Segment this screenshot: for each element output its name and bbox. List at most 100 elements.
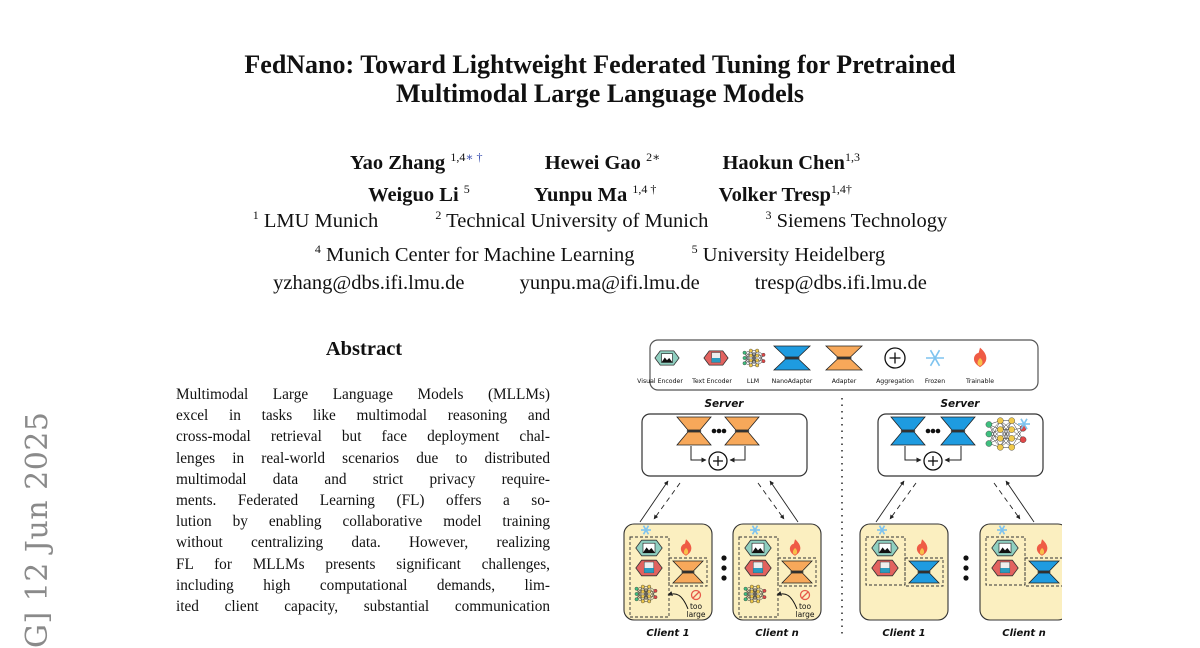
client-box: Client 1 — [859, 523, 949, 639]
client-llm-icon — [634, 584, 658, 604]
client-llm-icon — [743, 584, 767, 604]
legend-label: LLM — [747, 378, 759, 385]
too-large-label: large — [686, 610, 705, 619]
abstract-heading: Abstract — [325, 338, 403, 360]
abstract-line: ments. Federated Learning (FL) offers a … — [176, 492, 550, 510]
ellipsis-dot — [721, 555, 727, 561]
too-large-arrow — [776, 591, 798, 610]
too-large-label: too — [799, 602, 812, 611]
client-nanoadapter-icon — [1028, 560, 1060, 584]
merge-arrow — [729, 446, 746, 463]
server-llm-icon — [985, 417, 1027, 451]
trainable-group-box — [1024, 557, 1062, 587]
visual-encoder-icon — [871, 539, 899, 557]
abstract-line: cross-modal retrieval but face deploymen… — [176, 428, 550, 446]
trainable-group-box — [668, 557, 708, 587]
upload-arrow — [875, 480, 905, 523]
paper-title: FedNano: Toward Lightweight Federated Tu… — [0, 50, 1200, 108]
download-arrow — [993, 482, 1021, 520]
client-nanoadapter-icon — [908, 560, 940, 584]
download-arrow — [889, 482, 917, 520]
trainable-group-box — [904, 557, 944, 587]
author: Yunpu Ma 1,4 † — [534, 182, 657, 206]
title-line-1: FedNano: Toward Lightweight Federated Tu… — [244, 50, 956, 79]
abstract-line: without centralizing data. However, real… — [176, 534, 550, 552]
affiliation: 4 Munich Center for Machine Learning — [314, 242, 635, 266]
frozen-snowflake-icon — [1018, 418, 1030, 430]
frozen-group-box — [629, 536, 670, 618]
text-encoder-icon — [991, 559, 1019, 577]
frozen-group-box — [738, 536, 779, 618]
client-label: Client 1 — [646, 628, 689, 639]
trainable-flame-icon — [680, 539, 692, 556]
visual-encoder-icon — [635, 539, 663, 557]
upload-arrow — [769, 480, 799, 523]
ellipsis-dot — [711, 428, 717, 434]
aggregation-icon — [923, 451, 943, 471]
client-label: Client n — [1002, 628, 1045, 639]
server-label: Server — [704, 398, 744, 410]
text-encoder-icon — [744, 559, 772, 577]
email[interactable]: yunpu.ma@ifi.lmu.de — [519, 272, 700, 294]
server-nanoadapter-icon — [940, 416, 976, 446]
email[interactable]: yzhang@dbs.ifi.lmu.de — [273, 272, 465, 294]
upload-arrow — [639, 480, 669, 523]
trainable-flame-icon — [1036, 539, 1048, 556]
ellipsis-dot — [925, 428, 931, 434]
prohibited-icon — [799, 589, 811, 601]
download-arrow — [653, 482, 681, 520]
legend-label: NanoAdapter — [772, 378, 813, 385]
merge-arrow — [944, 446, 962, 463]
abstract-line: multimodal data and strict privacy requi… — [176, 470, 550, 488]
arxiv-date-stamp: G] 12 Jun 2025 — [20, 411, 55, 648]
text-encoder-icon — [871, 559, 899, 577]
llm-icon — [742, 348, 766, 368]
title-line-2: Multimodal Large Language Models — [395, 79, 805, 108]
adapter-icon — [825, 345, 863, 371]
visual-encoder-icon — [654, 350, 680, 366]
too-large-label: large — [795, 610, 814, 619]
server-adapter-icon — [724, 416, 760, 446]
abstract-line: lution by enabling collaborative model t… — [176, 513, 550, 531]
trainable-group-box — [777, 557, 817, 587]
affiliations: 1 LMU Munich 2 Technical University of M… — [0, 201, 1200, 297]
legend-label: Text Encoder — [691, 378, 732, 385]
aggregation-icon — [708, 451, 728, 471]
frozen-snowflake-icon — [877, 525, 887, 535]
nanoadapter-icon — [773, 345, 811, 371]
server-nanoadapter-icon — [890, 416, 926, 446]
affiliation: 2 Technical University of Munich — [435, 208, 709, 232]
frozen-snowflake-icon — [641, 525, 651, 535]
abstract-line: including high computational demands, li… — [176, 576, 550, 594]
upload-arrow — [1005, 480, 1035, 523]
too-large-label: too — [690, 602, 703, 611]
ellipsis-dot — [721, 565, 727, 571]
abstract-line: excel in tasks like multimodal reasoning… — [176, 407, 550, 425]
legend-label: Aggregation — [876, 378, 914, 385]
ellipsis-dot — [935, 428, 941, 434]
ellipsis-dot — [716, 428, 722, 434]
abstract-line: ited client capacity, substantial commun… — [176, 598, 550, 616]
too-large-arrow — [667, 591, 689, 610]
legend-label: Adapter — [832, 378, 857, 385]
frozen-snowflake-icon — [750, 525, 760, 535]
frozen-group-box — [865, 536, 906, 586]
abstract-line: Multimodal Large Language Models (MLLMs) — [176, 386, 550, 403]
author-list: Yao Zhang 1,4∗ † Hewei Gao 2∗ Haokun Che… — [0, 144, 1200, 208]
client-adapter-icon — [781, 560, 813, 584]
ellipsis-dot — [721, 428, 727, 434]
frozen-snowflake-icon — [997, 525, 1007, 535]
client-box: Client n — [979, 523, 1062, 639]
frozen-group-box — [985, 536, 1026, 586]
visual-encoder-icon — [744, 539, 772, 557]
aggregation-icon — [884, 347, 906, 369]
text-encoder-icon — [703, 350, 729, 366]
text-encoder-icon — [635, 559, 663, 577]
legend-label: Trainable — [965, 378, 994, 385]
email[interactable]: tresp@dbs.ifi.lmu.de — [754, 272, 927, 294]
visual-encoder-icon — [991, 539, 1019, 557]
